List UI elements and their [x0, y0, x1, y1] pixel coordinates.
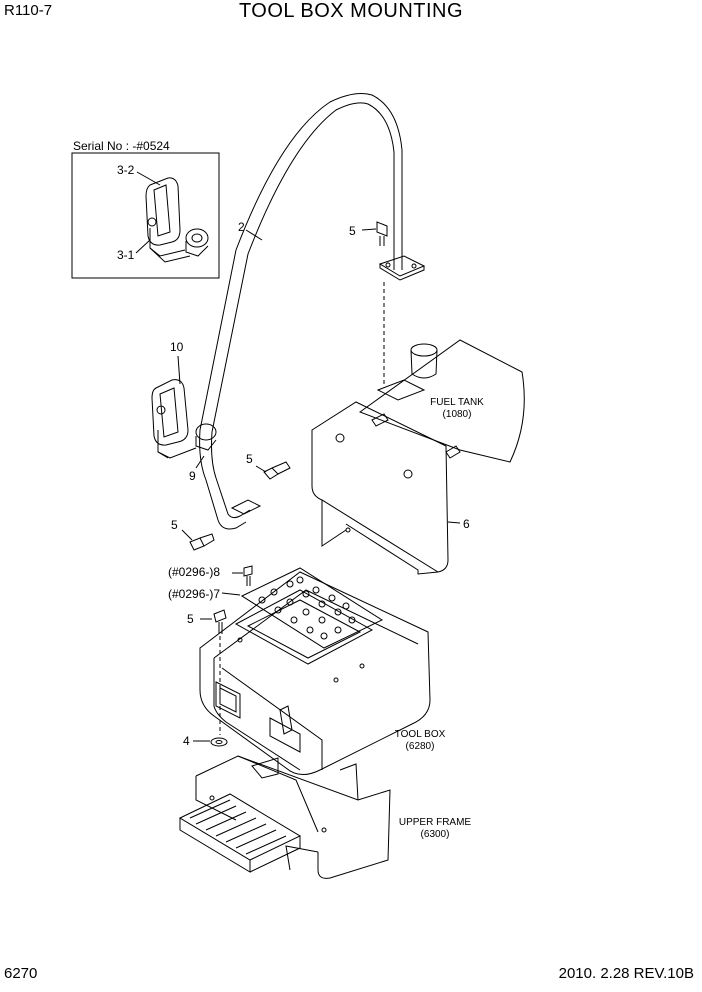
fuel-tank [358, 339, 525, 463]
callout-8: (#0296-)8 [168, 565, 221, 579]
model-number: R110-7 [4, 2, 53, 19]
mirror-10 [151, 355, 217, 459]
top-flange [378, 255, 426, 281]
tool-box [199, 571, 431, 775]
page-title: TOOL BOX MOUNTING [238, 0, 464, 22]
page-number: 6270 [4, 965, 38, 982]
callout-2: 2 [238, 220, 245, 234]
callout-3-2: 3-2 [117, 163, 135, 177]
callout-6: 6 [463, 517, 470, 531]
bolt-8 [232, 565, 253, 586]
callout-5-mid: 5 [246, 452, 253, 466]
callout-5-top: 5 [349, 224, 356, 238]
note-fuel-tank: FUEL TANK (1080) [420, 397, 494, 421]
note-upper-frame-code: (6300) [420, 829, 450, 840]
callout-4: 4 [183, 734, 190, 748]
callout-7: (#0296-)7 [168, 587, 221, 601]
callout-5-left: 5 [171, 518, 178, 532]
note-fuel-tank-code: (1080) [442, 409, 472, 420]
callout-10: 10 [170, 340, 184, 354]
note-tool-box-name: TOOL BOX [394, 729, 446, 740]
callout-9: 9 [189, 469, 196, 483]
note-tool-box: TOOL BOX (6280) [388, 729, 452, 753]
cover-plate-6 [311, 401, 461, 575]
inset-frame [71, 152, 220, 279]
revision-date: 2010. 2.28 REV.10B [558, 965, 694, 982]
callout-3-1: 3-1 [117, 248, 135, 262]
bolt-mid [255, 461, 291, 480]
upper-frame [178, 755, 391, 879]
lower-flange [230, 499, 262, 515]
note-upper-frame-name: UPPER FRAME [398, 817, 472, 828]
washer-4 [193, 737, 228, 747]
inset-mirror [145, 177, 209, 263]
note-tool-box-code: (6280) [405, 741, 435, 752]
handrail-pipe [199, 93, 403, 530]
callout-5-toolbox: 5 [187, 612, 194, 626]
bolt-lower [181, 529, 215, 551]
bolt-toolbox [200, 609, 227, 735]
plate-holes [258, 576, 356, 640]
note-fuel-tank-name: FUEL TANK [430, 397, 484, 408]
note-upper-frame: UPPER FRAME (6300) [392, 817, 478, 841]
bolt-top [361, 221, 388, 246]
plate-7 [221, 567, 384, 649]
serial-label: Serial No : -#0524 [73, 139, 170, 153]
